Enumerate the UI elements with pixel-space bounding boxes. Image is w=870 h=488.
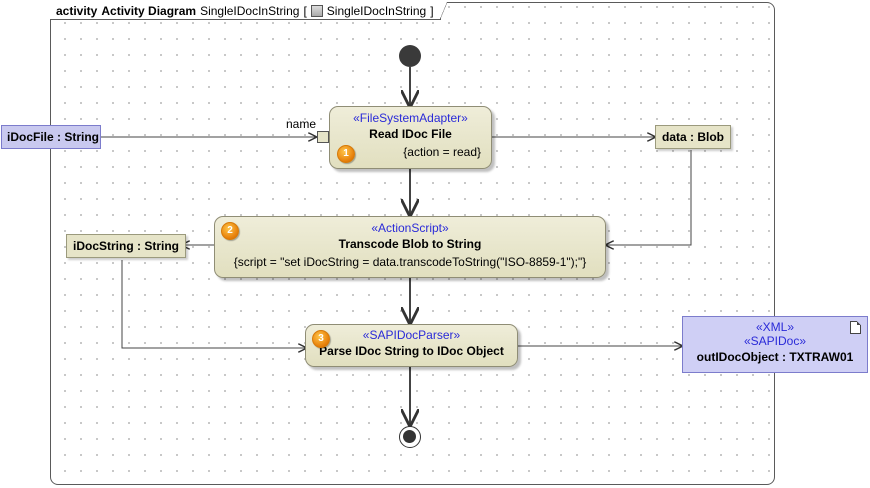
step-number-badge: 2 [221, 222, 239, 240]
stereotype-label: «FileSystemAdapter» [353, 111, 468, 125]
stereotype-sapidoc: «SAPIDoc» [743, 334, 807, 348]
action-property: {script = "set iDocString = data.transco… [233, 255, 587, 269]
action-title: Read IDoc File [369, 127, 452, 141]
object-node-idocstring-label: iDocString : String [73, 239, 179, 253]
document-icon [850, 321, 861, 334]
action-read-idoc-file[interactable]: «FileSystemAdapter» Read IDoc File {acti… [329, 106, 492, 169]
object-node-data-blob[interactable]: data : Blob [655, 125, 731, 149]
activity-final-node[interactable] [399, 426, 421, 448]
stereotype-label: «SAPIDocParser» [362, 328, 461, 342]
input-pin-name[interactable] [317, 131, 329, 143]
action-parse-idoc[interactable]: «SAPIDocParser» Parse IDoc String to IDo… [305, 324, 518, 367]
action-property: {action = read} [403, 145, 481, 159]
frame-ref-name[interactable]: SingleIDocInString [326, 3, 427, 18]
stereotype-xml: «XML» [755, 320, 795, 334]
pin-name-label: name [286, 117, 317, 131]
object-flow-data-to-transcode [606, 150, 692, 245]
frame-kind-keyword: activity [56, 3, 98, 18]
action-title: Transcode Blob to String [338, 237, 482, 251]
initial-node[interactable] [399, 45, 421, 67]
parameter-idocfile-label: iDocFile : String [7, 130, 100, 144]
object-node-outidocobject-label: outIDocObject : TXTRAW01 [696, 350, 854, 364]
step-number-badge: 3 [312, 330, 330, 348]
frame-diagram-name: SingleIDocInString [200, 3, 300, 18]
frame-bracket-open: [ [303, 3, 307, 18]
action-title: Parse IDoc String to IDoc Object [319, 344, 504, 358]
frame-bracket-close: ] [430, 3, 434, 18]
object-node-data-blob-label: data : Blob [662, 130, 724, 144]
frame-diagram-type: Activity Diagram [101, 3, 197, 18]
frame-header: activity Activity Diagram SingleIDocInSt… [50, 2, 447, 20]
action-transcode-blob[interactable]: «ActionScript» Transcode Blob to String … [214, 216, 606, 278]
object-flow-idocstring-to-parse [121, 260, 306, 348]
stereotype-label: «ActionScript» [371, 221, 449, 235]
object-node-outidocobject[interactable]: «XML» «SAPIDoc» outIDocObject : TXTRAW01 [682, 316, 868, 373]
object-node-idocstring[interactable]: iDocString : String [66, 234, 186, 258]
step-number-badge: 1 [337, 145, 355, 163]
parameter-idocfile[interactable]: iDocFile : String [1, 125, 101, 149]
activity-icon [310, 4, 323, 17]
